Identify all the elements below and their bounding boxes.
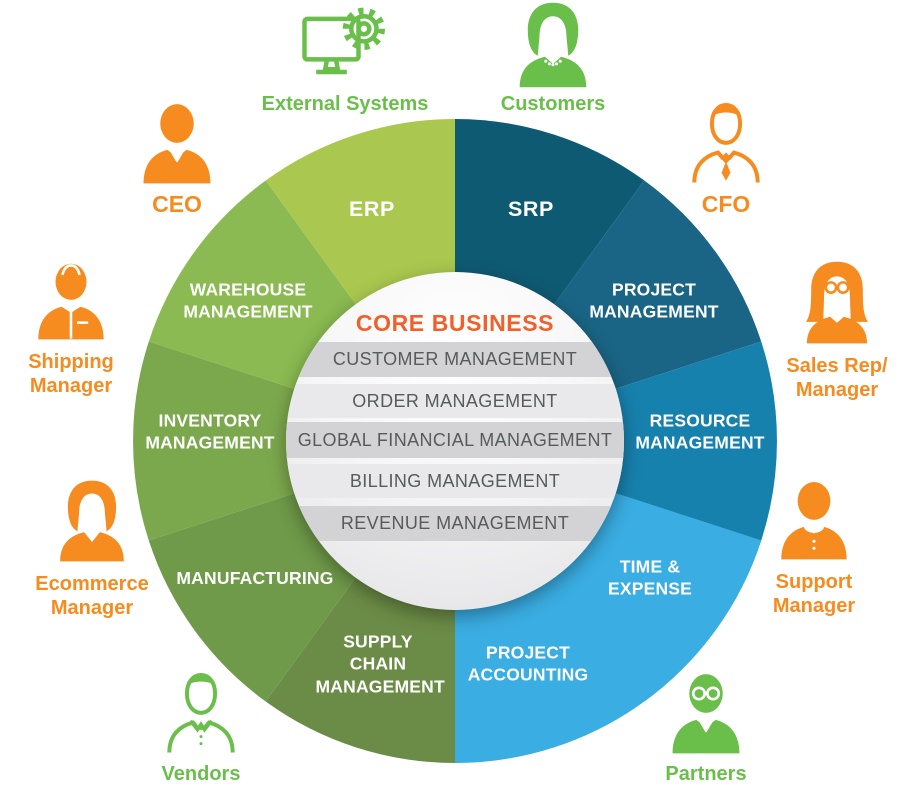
sales-rep-icon (806, 261, 868, 344)
persona-cfo: CFO (661, 98, 791, 218)
wedge-label-manufacturing: MANUFACTURING (176, 567, 334, 588)
wedge-label-supply-chain: SUPPLY CHAIN MANAGEMENT (315, 631, 445, 697)
persona-label-vendors: Vendors (161, 763, 241, 785)
wedge-label-project-accounting: PROJECT ACCOUNTING (467, 642, 589, 685)
core-row-billing-management: BILLING MANAGEMENT (286, 464, 624, 498)
core-circle: CORE BUSINESS CUSTOMER MANAGEMENT ORDER … (286, 272, 624, 610)
persona-partners: Partners (641, 668, 771, 786)
vendors-icon (167, 673, 235, 753)
persona-label-shipping-manager: Shipping Manager (28, 351, 114, 398)
ceo-icon (143, 104, 211, 184)
wedge-label-erp: ERP (348, 197, 395, 222)
persona-label-sales-rep: Sales Rep/ Manager (786, 355, 888, 402)
persona-sales-rep: Sales Rep/ Manager (772, 260, 902, 403)
persona-label-customers: Customers (500, 93, 606, 115)
persona-shipping-manager: Shipping Manager (6, 256, 136, 399)
core-row-order-management: ORDER MANAGEMENT (286, 384, 624, 418)
shipping-manager-icon (38, 263, 104, 340)
ecommerce-manager-icon (60, 480, 124, 562)
persona-ecommerce-manager: Ecommerce Manager (12, 478, 172, 621)
persona-external-systems: External Systems (225, 0, 465, 116)
core-title: CORE BUSINESS (355, 310, 555, 336)
wedge-label-resource: RESOURCE MANAGEMENT (635, 410, 765, 453)
core-row-global-financial-management: GLOBAL FINANCIAL MANAGEMENT (286, 422, 624, 458)
persona-support-manager: Support Manager (739, 476, 889, 619)
wedge-label-srp: SRP (507, 197, 554, 222)
wedge-label-inventory: INVENTORY MANAGEMENT (145, 410, 275, 453)
cfo-icon (692, 103, 760, 183)
support-manager-icon (781, 482, 847, 560)
persona-vendors: Vendors (136, 668, 266, 786)
persona-label-cfo: CFO (701, 191, 751, 217)
wedge-label-project-management: PROJECT MANAGEMENT (589, 279, 719, 322)
persona-customers: Customers (468, 0, 638, 116)
persona-label-external-systems: External Systems (261, 93, 429, 115)
wedge-label-time-expense: TIME & EXPENSE (607, 556, 693, 599)
customers-icon (519, 2, 587, 88)
persona-ceo: CEO (112, 98, 242, 218)
wedge-label-warehouse: WAREHOUSE MANAGEMENT (183, 279, 313, 322)
core-row-revenue-management: REVENUE MANAGEMENT (286, 506, 624, 541)
persona-label-support-manager: Support Manager (772, 571, 856, 618)
core-row-customer-management: CUSTOMER MANAGEMENT (286, 342, 624, 377)
persona-label-ecommerce-manager: Ecommerce Manager (35, 573, 149, 620)
monitor-gear-icon (302, 7, 386, 75)
partners-icon (672, 674, 740, 754)
persona-label-ceo: CEO (152, 191, 202, 217)
persona-label-partners: Partners (665, 763, 747, 785)
